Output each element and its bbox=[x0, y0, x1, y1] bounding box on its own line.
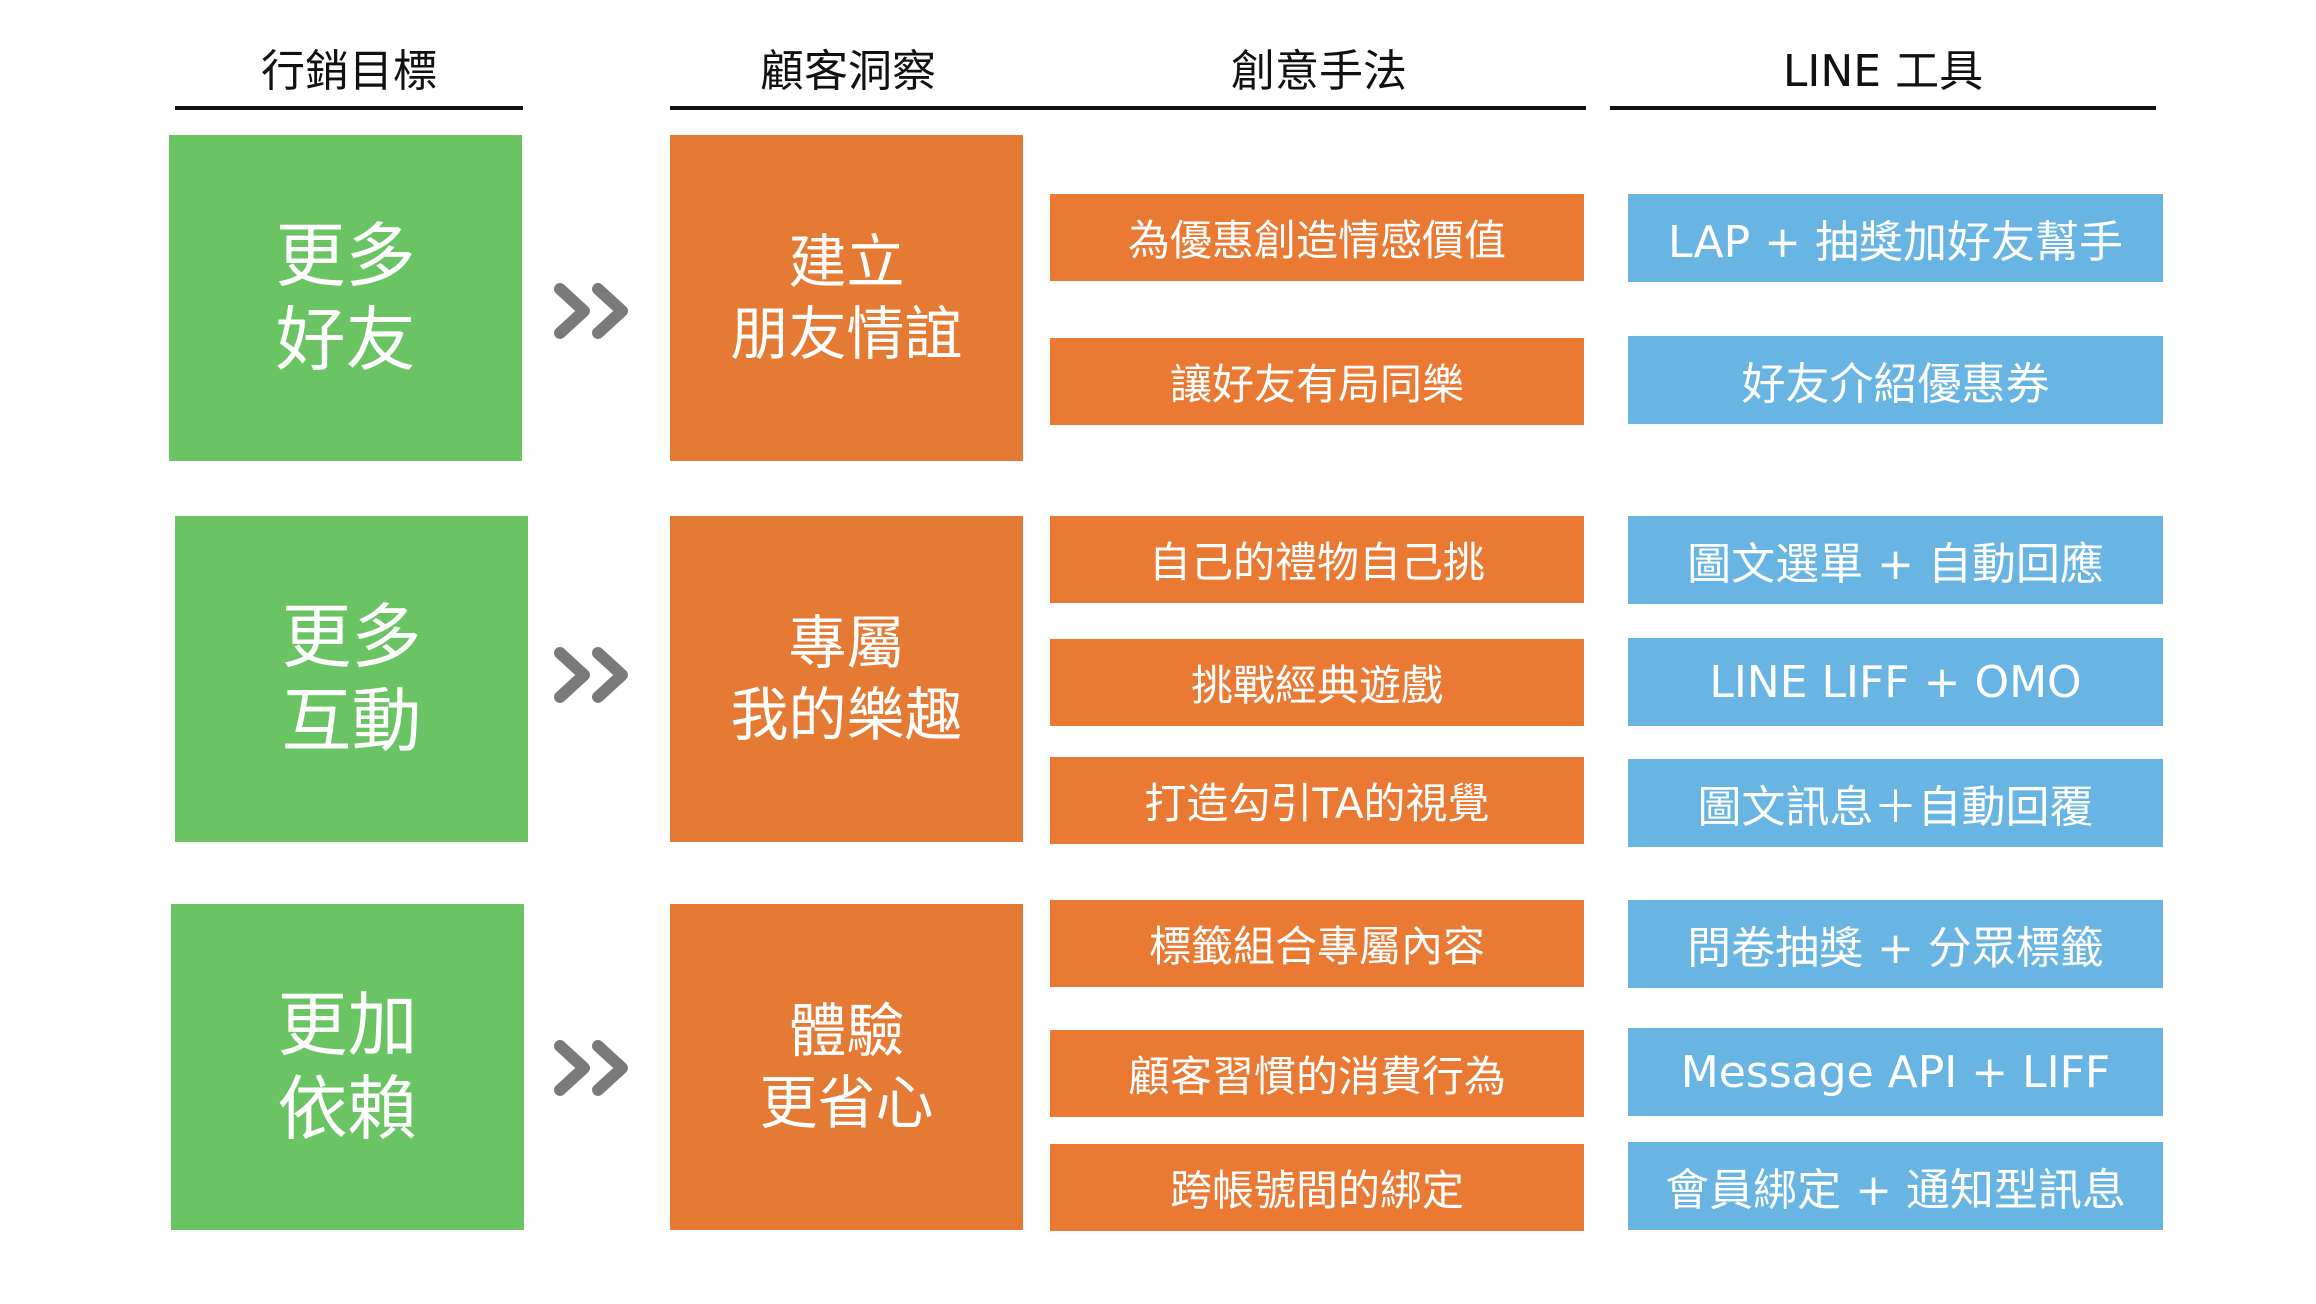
method-box: 跨帳號間的綁定 bbox=[1050, 1144, 1584, 1231]
insight-box-easier-experience: 體驗 更省心 bbox=[670, 904, 1023, 1230]
tool-box: 圖文選單 + 自動回應 bbox=[1628, 516, 2163, 604]
header-insight: 顧客洞察 bbox=[760, 46, 936, 97]
tool-box: LAP + 抽獎加好友幫手 bbox=[1628, 194, 2163, 282]
tool-box: LINE LIFF + OMO bbox=[1628, 638, 2163, 726]
tool-box: 會員綁定 + 通知型訊息 bbox=[1628, 1142, 2163, 1230]
goal-box-more-friends: 更多 好友 bbox=[169, 135, 522, 461]
insight-box-exclusive-fun: 專屬 我的樂趣 bbox=[670, 516, 1023, 842]
method-box: 標籤組合專屬內容 bbox=[1050, 900, 1584, 987]
method-box: 顧客習慣的消費行為 bbox=[1050, 1030, 1584, 1117]
method-box: 讓好友有局同樂 bbox=[1050, 338, 1584, 425]
header-insight-method-underline bbox=[670, 106, 1586, 110]
insight-box-friendship: 建立 朋友情誼 bbox=[670, 135, 1023, 461]
double-chevron-right-icon bbox=[554, 647, 628, 703]
double-chevron-right-icon bbox=[554, 283, 628, 339]
header-goal-underline bbox=[175, 106, 523, 110]
tool-box: 圖文訊息＋自動回覆 bbox=[1628, 759, 2163, 847]
goal-box-more-interaction: 更多 互動 bbox=[175, 516, 528, 842]
header-goal: 行銷目標 bbox=[261, 46, 437, 97]
method-box: 自己的禮物自己挑 bbox=[1050, 516, 1584, 603]
goal-box-more-reliance: 更加 依賴 bbox=[171, 904, 524, 1230]
method-box: 為優惠創造情感價值 bbox=[1050, 194, 1584, 281]
header-method: 創意手法 bbox=[1231, 46, 1407, 97]
double-chevron-right-icon bbox=[554, 1040, 628, 1096]
tool-box: 問卷抽獎 + 分眾標籤 bbox=[1628, 900, 2163, 988]
method-box: 挑戰經典遊戲 bbox=[1050, 639, 1584, 726]
header-tool: LINE 工具 bbox=[1782, 46, 1984, 97]
tool-box: 好友介紹優惠券 bbox=[1628, 336, 2163, 424]
tool-box: Message API + LIFF bbox=[1628, 1028, 2163, 1116]
header-tool-underline bbox=[1610, 106, 2156, 110]
method-box: 打造勾引TA的視覺 bbox=[1050, 757, 1584, 844]
